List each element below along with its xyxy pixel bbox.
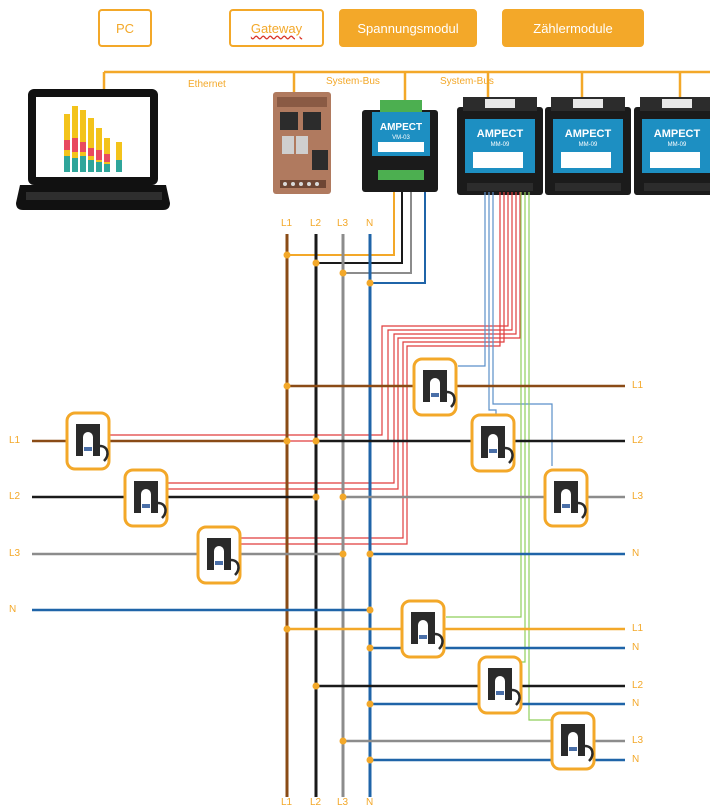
pc-box[interactable]: PC [98, 9, 152, 47]
out-label: L3 [632, 735, 644, 746]
laptop-icon[interactable] [16, 89, 170, 210]
feed-label-l3: L3 [9, 548, 21, 559]
signal-lines-red [110, 192, 521, 545]
out-label: L1 [632, 623, 644, 634]
feed-label-n: N [9, 604, 17, 615]
current-clamp-icon[interactable] [470, 413, 516, 473]
gateway-label: Gateway [250, 20, 303, 36]
ethernet-label: Ethernet [188, 79, 226, 90]
zaehlermodule-box[interactable]: Zählermodule [502, 9, 644, 47]
current-clamp-icon[interactable] [550, 711, 596, 771]
bus-label-top-l2: L2 [310, 218, 322, 229]
current-clamp-icon[interactable] [412, 357, 458, 417]
feed-label-l1: L1 [9, 435, 21, 446]
voltage-module-icon[interactable]: AMPECT VM-03 [362, 100, 438, 192]
system-bus-label-1: System-Bus [326, 76, 380, 87]
junction-dots [283, 251, 374, 764]
meter-module-icon[interactable] [545, 97, 631, 195]
bus-label-bottom-l3: L3 [337, 797, 349, 808]
pc-label: PC [115, 20, 135, 36]
current-clamp-icon[interactable] [543, 468, 589, 528]
out-label: L2 [632, 435, 644, 446]
out-label: N [632, 642, 640, 653]
bus-label-bottom-n: N [366, 797, 374, 808]
out-label: L1 [632, 380, 644, 391]
out-label: L2 [632, 680, 644, 691]
meter-module-icon[interactable] [634, 97, 710, 195]
current-clamp-icon[interactable] [477, 655, 523, 715]
feed-label-l2: L2 [9, 491, 21, 502]
svg-text:AMPECT: AMPECT [380, 122, 422, 133]
vertical-busbars [285, 234, 372, 797]
gateway-device-icon[interactable] [273, 92, 331, 194]
svg-text:VM-03: VM-03 [392, 135, 410, 141]
zaehlermodule-label: Zählermodule [533, 20, 613, 36]
bus-label-top-l1: L1 [281, 218, 293, 229]
current-clamp-icon[interactable] [65, 411, 111, 471]
gateway-box[interactable]: Gateway [229, 9, 324, 47]
voltage-taps [287, 192, 426, 284]
bus-label-bottom-l2: L2 [310, 797, 322, 808]
meter-module-icon[interactable] [457, 97, 543, 195]
out-label: N [632, 754, 640, 765]
current-clamp-icon[interactable] [196, 525, 242, 585]
out-label: N [632, 698, 640, 709]
spannungsmodul-label: Spannungsmodul [357, 20, 459, 36]
out-label: N [632, 548, 640, 559]
system-bus-label-2: System-Bus [440, 76, 494, 87]
bus-label-top-n: N [366, 218, 374, 229]
bus-label-bottom-l1: L1 [281, 797, 293, 808]
ethernet-bus [102, 70, 710, 100]
spannungsmodul-box[interactable]: Spannungsmodul [339, 9, 477, 47]
out-label: L3 [632, 491, 644, 502]
outgoing-circuits [287, 384, 625, 762]
current-clamp-icon[interactable] [123, 468, 169, 528]
current-clamp-icon[interactable] [400, 599, 446, 659]
bus-label-top-l3: L3 [337, 218, 349, 229]
